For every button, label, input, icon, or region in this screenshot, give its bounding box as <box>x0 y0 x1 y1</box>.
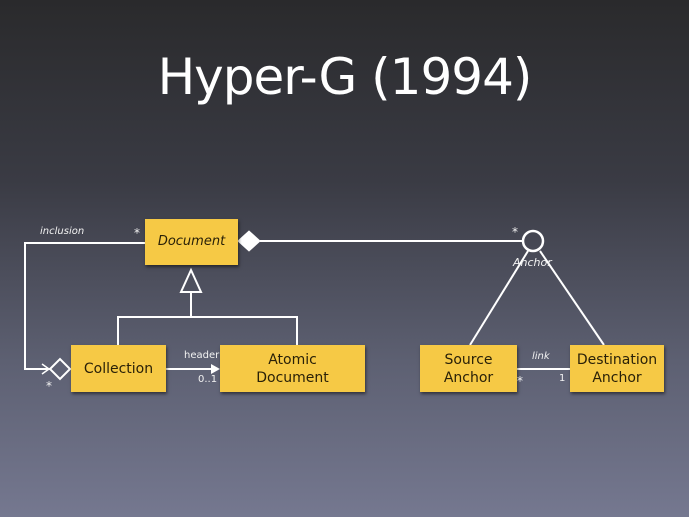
inheritance-triangle <box>179 267 203 293</box>
class-destination-anchor: Destination Anchor <box>570 345 664 392</box>
link-label: link <box>532 351 550 362</box>
aggregation-diamond <box>48 357 72 381</box>
link-source-multiplicity: * <box>517 374 523 388</box>
inclusion-document-multiplicity: * <box>134 226 140 240</box>
anchor-interface-label: Anchor <box>513 256 552 269</box>
inclusion-label: inclusion <box>40 226 85 237</box>
composition-diamond <box>237 230 261 252</box>
class-atomic-document: Atomic Document <box>220 345 365 392</box>
header-arrowhead <box>211 364 220 374</box>
header-label: header <box>184 350 220 361</box>
inclusion-line <box>24 242 145 370</box>
class-document: Document <box>145 219 238 265</box>
anchor-source-line <box>469 250 529 346</box>
header-multiplicity: 0..1 <box>198 374 218 385</box>
class-source-anchor: Source Anchor <box>420 345 517 392</box>
slide-title: Hyper-G (1994) <box>157 48 533 106</box>
anchor-interface-icon <box>521 229 545 253</box>
link-destination-multiplicity: 1 <box>559 373 566 384</box>
inclusion-arrowhead <box>41 363 51 375</box>
inheritance-branches <box>117 316 298 345</box>
anchor-destination-line <box>539 250 605 346</box>
anchor-document-multiplicity: * <box>512 225 518 239</box>
inclusion-collection-multiplicity: * <box>46 379 52 393</box>
class-collection: Collection <box>71 345 166 392</box>
